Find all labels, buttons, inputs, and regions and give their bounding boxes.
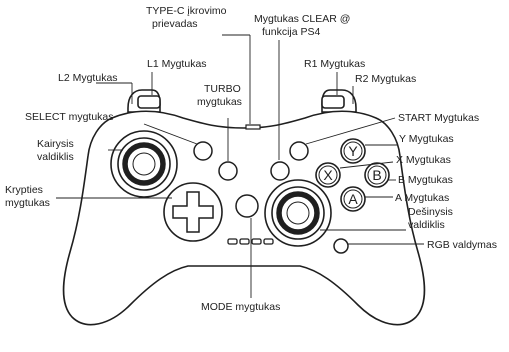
left-stick: [110, 130, 178, 198]
svg-text:A: A: [348, 191, 358, 207]
clear-button: [270, 161, 290, 181]
svg-text:Y: Y: [348, 143, 358, 159]
x-face-button: X: [315, 162, 341, 188]
start-button: [289, 141, 309, 161]
mode-label: MODE mygtukas: [201, 301, 280, 313]
leader-lines: [56, 34, 424, 298]
mode-button: [235, 194, 259, 218]
svg-text:X: X: [323, 167, 333, 183]
left-stick-label: Kairysis valdiklis: [37, 138, 77, 163]
right-stick: [264, 179, 332, 247]
b-label: B Mygtukas: [398, 174, 453, 186]
clear-label: Mygtukas CLEAR @ funkcija PS4: [254, 13, 353, 38]
r1-label: R1 Mygtukas: [304, 58, 365, 70]
svg-text:B: B: [372, 167, 381, 183]
right-stick-label: Dešinysis valdiklis: [408, 206, 456, 231]
dpad: [163, 182, 223, 242]
r2-label: R2 Mygtukas: [355, 73, 416, 85]
b-face-button: B: [364, 162, 390, 188]
select-button: [193, 141, 213, 161]
a-label: A Mygtukas: [395, 192, 449, 204]
l1-label: L1 Mygtukas: [147, 58, 207, 70]
y-label: Y Mygtukas: [399, 133, 454, 145]
dpad-label: Krypties mygtukas: [5, 184, 50, 209]
l2-label: L2 Mygtukas: [58, 72, 118, 84]
x-label: X Mygtukas: [396, 154, 451, 166]
player-leds: [227, 238, 274, 245]
turbo-button: [218, 161, 238, 181]
y-face-button: Y: [340, 138, 366, 164]
typec-port: [245, 124, 261, 130]
l1-button: [137, 95, 161, 109]
rgb-button: [333, 238, 349, 254]
a-face-button: A: [340, 186, 366, 212]
rgb-label: RGB valdymas: [427, 239, 497, 251]
select-label: SELECT mygtukas: [25, 111, 114, 123]
start-label: START Mygtukas: [398, 112, 479, 124]
r1-button: [321, 95, 345, 109]
typec-label: TYPE-C įkrovimo prievadas: [146, 5, 229, 30]
turbo-label: TURBO mygtukas: [197, 83, 244, 108]
